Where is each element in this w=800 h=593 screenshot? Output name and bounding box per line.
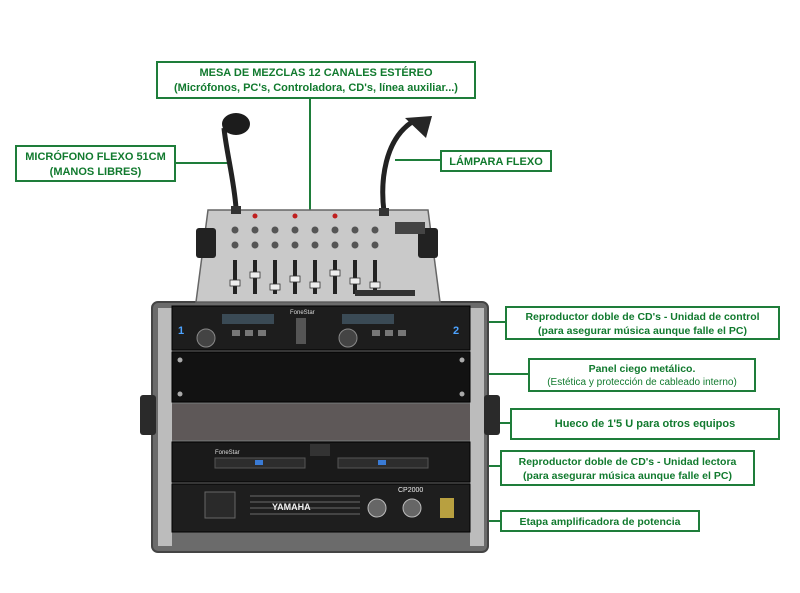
cd-reader-unit xyxy=(171,441,471,483)
label-cd-control-title: Reproductor doble de CD's - Unidad de co… xyxy=(525,311,760,323)
label-cd-reader: Reproductor doble de CD's - Unidad lecto… xyxy=(500,450,755,486)
label-blank-panel-subtitle: (Estética y protección de cableado inter… xyxy=(547,377,737,389)
amp-model-text: CP2000 xyxy=(398,487,423,494)
label-cd-reader-subtitle: (para asegurar música aunque falle el PC… xyxy=(523,470,732,483)
cd-control-unit xyxy=(171,305,471,351)
label-microphone-title: MICRÓFONO FLEXO 51CM xyxy=(25,151,166,163)
mixer-device xyxy=(195,209,441,303)
label-mixer: MESA DE MEZCLAS 12 CANALES ESTÉREO (Micr… xyxy=(156,61,476,99)
lamp-gooseneck xyxy=(379,116,432,216)
label-amplifier: Etapa amplificadora de potencia xyxy=(500,510,700,532)
deck-1-number: 1 xyxy=(178,325,184,337)
label-blank-panel-title: Panel ciego metálico. xyxy=(588,363,696,375)
label-lamp-title: LÁMPARA FLEXO xyxy=(449,156,543,168)
amp-brand-text: YAMAHA xyxy=(272,502,311,512)
deck-2-number: 2 xyxy=(453,325,459,337)
power-amplifier xyxy=(171,483,471,533)
label-microphone: MICRÓFONO FLEXO 51CM (MANOS LIBRES) xyxy=(15,145,176,182)
label-mixer-subtitle: (Micrófonos, PC's, Controladora, CD's, l… xyxy=(174,81,458,94)
label-gap-title: Hueco de 1'5 U para otros equipos xyxy=(554,418,736,430)
label-cd-control-subtitle: (para asegurar música aunque falle el PC… xyxy=(538,325,747,338)
label-amplifier-title: Etapa amplificadora de potencia xyxy=(519,516,681,528)
empty-rack-gap xyxy=(172,404,470,440)
blank-metal-panel xyxy=(171,351,471,403)
brand-reader-text: FoneStar xyxy=(215,450,240,456)
label-blank-panel: Panel ciego metálico. (Estética y protec… xyxy=(528,358,756,392)
label-lamp: LÁMPARA FLEXO xyxy=(440,150,552,172)
label-cd-reader-title: Reproductor doble de CD's - Unidad lecto… xyxy=(518,456,737,468)
label-gap: Hueco de 1'5 U para otros equipos xyxy=(510,408,780,440)
label-microphone-subtitle: (MANOS LIBRES) xyxy=(49,165,142,178)
panel-screws xyxy=(177,357,465,397)
label-cd-control: Reproductor doble de CD's - Unidad de co… xyxy=(505,306,780,340)
brand-top-text: FoneStar xyxy=(290,310,315,316)
label-mixer-title: MESA DE MEZCLAS 12 CANALES ESTÉREO xyxy=(199,67,433,79)
microphone-gooseneck xyxy=(221,113,250,214)
